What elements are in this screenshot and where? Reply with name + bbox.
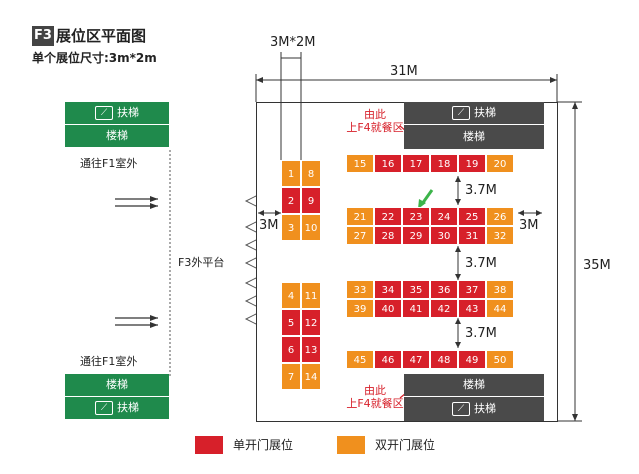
booth-10[interactable]: 10 xyxy=(301,214,321,241)
booth-15[interactable]: 15 xyxy=(346,154,374,173)
booth-size-note: 单个展位尺寸:3m*2m xyxy=(32,51,157,65)
booth-2[interactable]: 2 xyxy=(281,187,301,214)
row-gap-label-3: 3.7M xyxy=(465,326,497,341)
escalator-top-right: ⟋扶梯 xyxy=(404,102,544,124)
escalator-top-left: ⟋扶梯 xyxy=(65,102,169,124)
stairs-bottom-right: 楼梯 xyxy=(404,374,544,396)
escalator-bottom-left: ⟋扶梯 xyxy=(65,396,169,419)
column-dimension-label: 3M*2M xyxy=(270,35,316,50)
booth-11[interactable]: 11 xyxy=(301,282,321,309)
booth-38[interactable]: 38 xyxy=(486,280,514,299)
escalator-icon: ⟋ xyxy=(95,106,113,120)
floor-badge: F3 xyxy=(32,26,54,46)
booth-26[interactable]: 26 xyxy=(486,207,514,226)
escalator-icon: ⟋ xyxy=(95,401,113,415)
legend-swatch-double xyxy=(337,436,365,454)
booth-6[interactable]: 6 xyxy=(281,336,301,363)
booth-18[interactable]: 18 xyxy=(430,154,458,173)
booth-13[interactable]: 13 xyxy=(301,336,321,363)
booth-5[interactable]: 5 xyxy=(281,309,301,336)
row-gap-label-1: 3.7M xyxy=(465,183,497,198)
legend-label-double: 双开门展位 xyxy=(375,438,436,452)
escalator-icon: ⟋ xyxy=(452,402,470,416)
escalator-icon: ⟋ xyxy=(452,106,470,120)
booth-42[interactable]: 42 xyxy=(430,299,458,318)
booth-1[interactable]: 1 xyxy=(281,160,301,187)
row-gap-label-2: 3.7M xyxy=(465,256,497,271)
width-dimension-label: 31M xyxy=(390,64,418,79)
booth-44[interactable]: 44 xyxy=(486,299,514,318)
booth-3[interactable]: 3 xyxy=(281,214,301,241)
f4-note-bottom: 由此 上F4就餐区 xyxy=(346,384,404,410)
booth-17[interactable]: 17 xyxy=(402,154,430,173)
booth-48[interactable]: 48 xyxy=(430,350,458,369)
booth-14[interactable]: 14 xyxy=(301,363,321,390)
f4-note-top: 由此 上F4就餐区 xyxy=(346,108,404,134)
stairs-top-left: 楼梯 xyxy=(65,124,169,147)
left-gap-label: 3M xyxy=(259,218,279,233)
booth-47[interactable]: 47 xyxy=(402,350,430,369)
booth-4[interactable]: 4 xyxy=(281,282,301,309)
booth-37[interactable]: 37 xyxy=(458,280,486,299)
booth-23[interactable]: 23 xyxy=(402,207,430,226)
booth-24[interactable]: 24 xyxy=(430,207,458,226)
booth-41[interactable]: 41 xyxy=(402,299,430,318)
booth-35[interactable]: 35 xyxy=(402,280,430,299)
booth-7[interactable]: 7 xyxy=(281,363,301,390)
booth-21[interactable]: 21 xyxy=(346,207,374,226)
exit-label-top: 通往F1室外 xyxy=(80,157,138,170)
booth-45[interactable]: 45 xyxy=(346,350,374,369)
escalator-bottom-right: ⟋扶梯 xyxy=(404,396,544,421)
booth-8[interactable]: 8 xyxy=(301,160,321,187)
booth-46[interactable]: 46 xyxy=(374,350,402,369)
booth-25[interactable]: 25 xyxy=(458,207,486,226)
booth-27[interactable]: 27 xyxy=(346,226,374,245)
booth-28[interactable]: 28 xyxy=(374,226,402,245)
booth-19[interactable]: 19 xyxy=(458,154,486,173)
booth-22[interactable]: 22 xyxy=(374,207,402,226)
green-arrow-icon xyxy=(418,189,434,209)
height-dimension-label: 35M xyxy=(583,258,611,273)
booth-34[interactable]: 34 xyxy=(374,280,402,299)
stairs-bottom-left: 楼梯 xyxy=(65,374,169,396)
platform-label: F3外平台 xyxy=(178,256,225,269)
booth-36[interactable]: 36 xyxy=(430,280,458,299)
stairs-top-right: 楼梯 xyxy=(404,124,544,149)
booth-29[interactable]: 29 xyxy=(402,226,430,245)
booth-20[interactable]: 20 xyxy=(486,154,514,173)
booth-50[interactable]: 50 xyxy=(486,350,514,369)
booth-49[interactable]: 49 xyxy=(458,350,486,369)
exit-label-bottom: 通往F1室外 xyxy=(80,355,138,368)
booth-9[interactable]: 9 xyxy=(301,187,321,214)
booth-30[interactable]: 30 xyxy=(430,226,458,245)
booth-43[interactable]: 43 xyxy=(458,299,486,318)
booth-40[interactable]: 40 xyxy=(374,299,402,318)
booth-33[interactable]: 33 xyxy=(346,280,374,299)
legend-swatch-single xyxy=(195,436,223,454)
right-gap-label: 3M xyxy=(519,218,539,233)
booth-31[interactable]: 31 xyxy=(458,226,486,245)
booth-39[interactable]: 39 xyxy=(346,299,374,318)
page-title: 展位区平面图 xyxy=(56,27,147,45)
booth-32[interactable]: 32 xyxy=(486,226,514,245)
legend-label-single: 单开门展位 xyxy=(233,438,294,452)
booth-16[interactable]: 16 xyxy=(374,154,402,173)
booth-12[interactable]: 12 xyxy=(301,309,321,336)
